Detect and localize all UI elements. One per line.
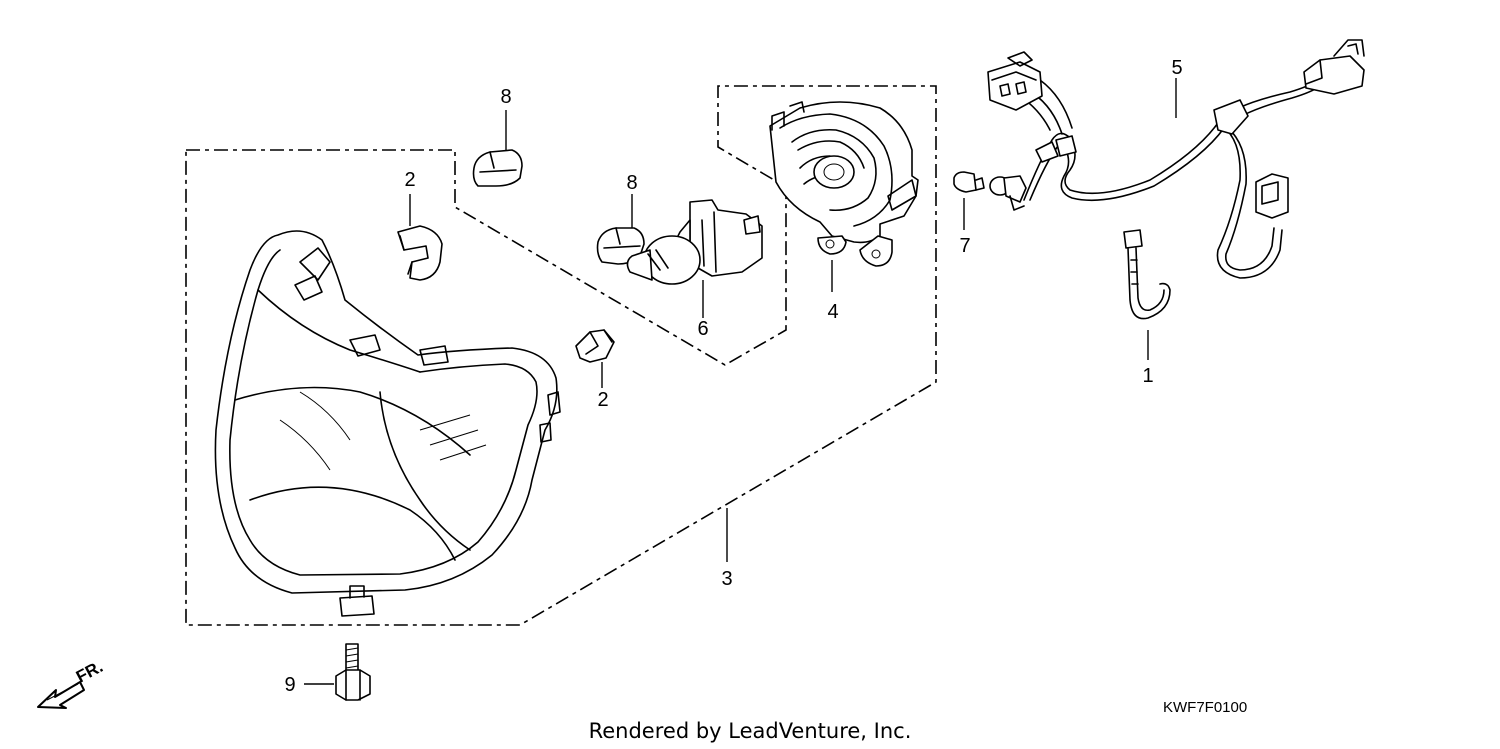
- callout-3: 3: [721, 568, 732, 590]
- part-2-clip-lower[interactable]: [575, 329, 615, 363]
- part-9-bolt[interactable]: [335, 643, 371, 701]
- credit-line: Rendered by LeadVenture, Inc.: [589, 719, 912, 743]
- callout-2-upper: 2: [404, 169, 415, 191]
- front-direction-arrow-icon: FR.: [37, 657, 106, 709]
- position-bulb-socket[interactable]: [989, 175, 1027, 211]
- callout-7: 7: [959, 235, 970, 257]
- callout-8-lower: 8: [626, 172, 637, 194]
- callout-6: 6: [697, 318, 708, 340]
- callout-8-upper: 8: [500, 86, 511, 108]
- part-1-cable-tie[interactable]: [1123, 229, 1171, 320]
- part-8-cap-upper[interactable]: [472, 149, 523, 187]
- diagram-code: KWF7F0100: [1163, 699, 1247, 716]
- callout-4: 4: [827, 301, 838, 323]
- part-2-clip-upper[interactable]: [397, 225, 443, 281]
- part-8-cap-lower[interactable]: [596, 227, 645, 265]
- callout-2-lower: 2: [597, 389, 608, 411]
- part-4-socket-housing[interactable]: [769, 101, 919, 267]
- callout-9: 9: [284, 674, 295, 696]
- callout-1: 1: [1142, 365, 1153, 387]
- part-7-position-bulb[interactable]: [953, 171, 985, 193]
- headlight-lens[interactable]: [214, 230, 561, 617]
- part-5-wire-harness[interactable]: [987, 39, 1365, 279]
- assembly-3-boundary: [185, 85, 937, 626]
- part-6-headlight-bulb[interactable]: [626, 199, 763, 285]
- callout-5: 5: [1171, 57, 1182, 79]
